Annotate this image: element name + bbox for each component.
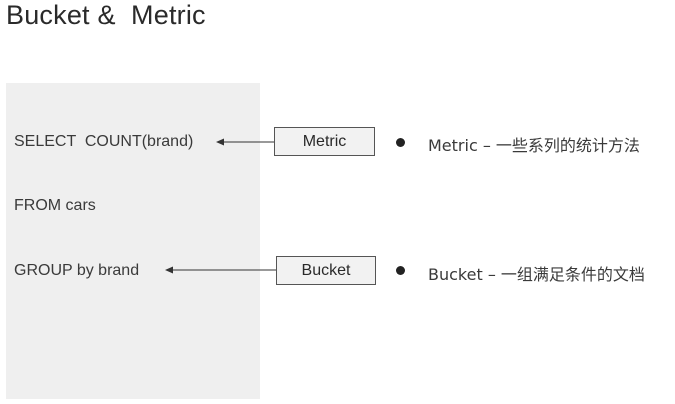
metric-bullet-icon: [396, 138, 405, 147]
sql-from-line: FROM cars: [14, 197, 96, 214]
bucket-description: Bucket – 一组满足条件的文档: [428, 265, 645, 284]
bucket-bullet-icon: [396, 266, 405, 275]
sql-select-line: SELECT COUNT(brand): [14, 133, 194, 150]
bucket-label-box: Bucket: [276, 256, 376, 285]
sql-panel: [6, 83, 260, 399]
metric-description: Metric – 一些系列的统计方法: [428, 136, 640, 155]
page-title: Bucket & Metric: [6, 0, 206, 30]
sql-groupby-line: GROUP by brand: [14, 262, 140, 279]
metric-label-box: Metric: [274, 127, 375, 156]
